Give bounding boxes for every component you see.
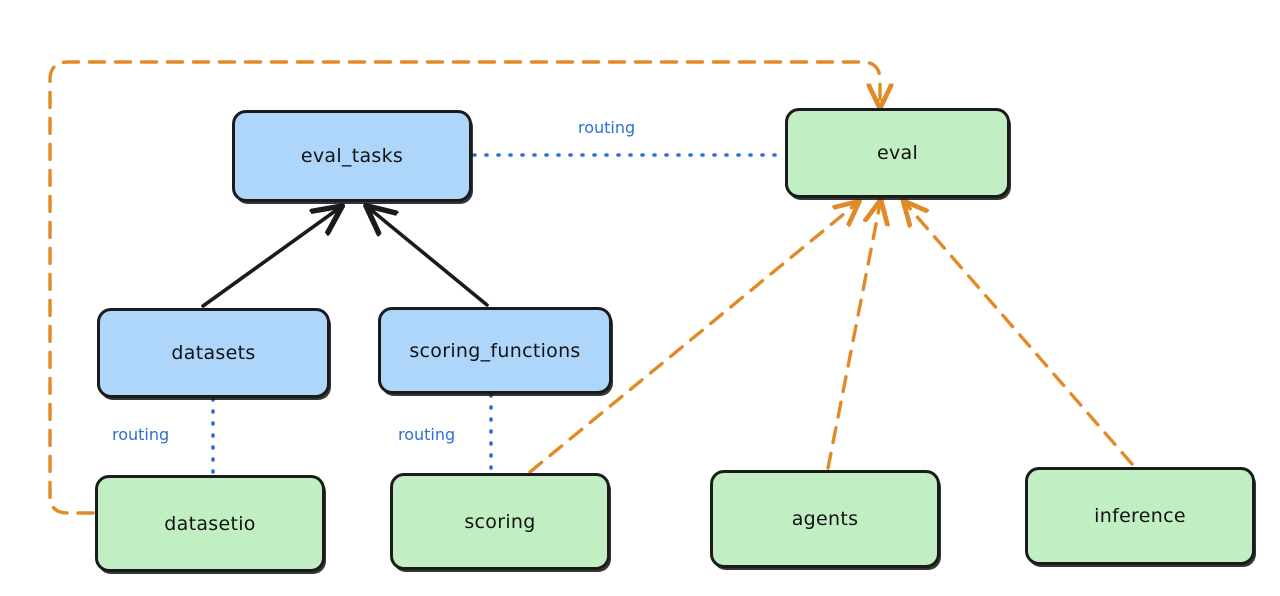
node-eval[interactable]: eval xyxy=(785,108,1010,198)
node-scoring-functions[interactable]: scoring_functions xyxy=(378,307,612,394)
node-agents[interactable]: agents xyxy=(710,470,940,568)
node-scoring[interactable]: scoring xyxy=(390,473,610,570)
node-eval-tasks[interactable]: eval_tasks xyxy=(232,110,472,202)
edge-agents-to-eval xyxy=(826,204,880,470)
node-label-datasets: datasets xyxy=(171,342,256,364)
node-datasetio[interactable]: datasetio xyxy=(95,475,325,572)
edge-label-routing-datasets-datasetio: routing xyxy=(112,425,170,444)
node-label-inference: inference xyxy=(1094,505,1186,527)
node-label-eval: eval xyxy=(876,142,919,164)
edge-datasets-to-eval_tasks xyxy=(201,209,338,308)
node-label-datasetio: datasetio xyxy=(164,512,256,535)
edge-inference-to-eval xyxy=(906,204,1134,466)
edge-scoring_functions-to-eval_tasks xyxy=(370,209,489,307)
node-datasets[interactable]: datasets xyxy=(97,308,330,398)
node-label-scoring: scoring xyxy=(464,510,536,533)
node-inference[interactable]: inference xyxy=(1025,467,1255,565)
edge-label-routing-scoring-functions-scoring: routing xyxy=(398,425,456,444)
node-label-agents: agents xyxy=(791,508,859,530)
edge-label-routing-eval-tasks-eval: routing xyxy=(578,118,636,137)
edge-datasetio-to-eval xyxy=(48,60,880,515)
node-label-scoring-functions: scoring_functions xyxy=(409,339,581,362)
edge-scoring-to-eval xyxy=(528,204,856,474)
node-label-eval-tasks: eval_tasks xyxy=(300,145,404,167)
